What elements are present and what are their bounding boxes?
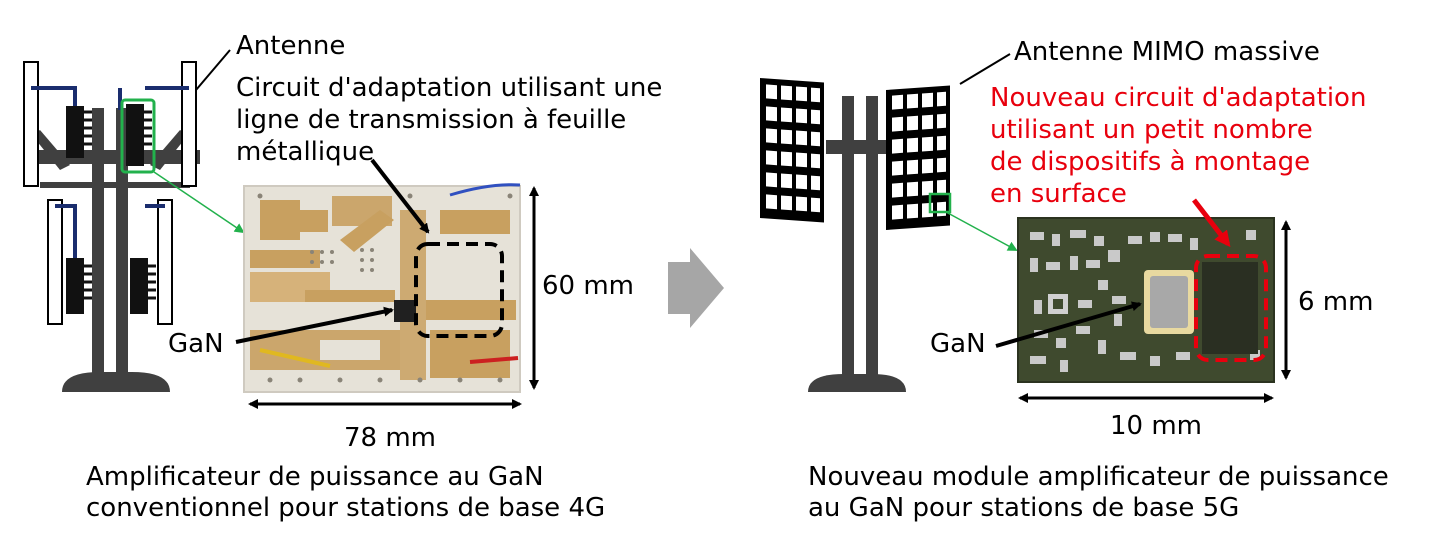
circuit-callout-arrow-5g xyxy=(1192,198,1231,248)
height-label-5g: 6 mm xyxy=(1298,287,1374,317)
tower-4g xyxy=(23,61,200,392)
tower-5g xyxy=(760,78,950,392)
circuit-label-4g-line1: Circuit d'adaptation utilisant une xyxy=(236,73,663,103)
antenna-label-4g: Antenne xyxy=(236,31,346,61)
circuit-callout-arrow-4g xyxy=(370,158,430,234)
caption-5g-line1: Nouveau module amplificateur de puissanc… xyxy=(808,462,1389,492)
zoom-arrow-5g xyxy=(945,211,1018,251)
height-label-4g: 60 mm xyxy=(542,271,635,301)
mimo-antenna-callout-line xyxy=(959,53,1011,85)
matching-circuit-box-5g xyxy=(1194,254,1268,362)
highlight-box-4g xyxy=(120,98,156,174)
gan-callout-arrow-4g xyxy=(235,306,394,344)
zoom-arrow-4g xyxy=(153,171,245,234)
transition-arrow xyxy=(668,248,724,328)
circuit-label-5g-line2: utilisant un petit nombre xyxy=(990,115,1313,145)
circuit-label-4g-line3: métallique xyxy=(236,137,375,167)
circuit-label-5g-line3: de dispositifs à montage xyxy=(990,147,1311,177)
width-label-4g: 78 mm xyxy=(344,423,437,453)
gan-label-5g: GaN xyxy=(930,329,986,359)
circuit-label-5g-line1: Nouveau circuit d'adaptation xyxy=(990,83,1367,113)
gan-callout-arrow-5g xyxy=(995,301,1142,348)
highlight-box-5g xyxy=(928,192,952,214)
caption-4g-line1: Amplificateur de puissance au GaN xyxy=(86,462,544,492)
pcb-4g-photo xyxy=(243,183,521,393)
mimo-antenna-label: Antenne MIMO massive xyxy=(1014,37,1320,67)
gan-label-4g: GaN xyxy=(168,329,224,359)
width-label-5g: 10 mm xyxy=(1110,411,1203,441)
antenna-callout-line xyxy=(195,49,231,91)
circuit-label-4g-line2: ligne de transmission à feuille xyxy=(236,105,627,135)
module-5g-photo xyxy=(1017,217,1275,383)
matching-circuit-box-4g xyxy=(414,242,504,338)
caption-4g-line2: conventionnel pour stations de base 4G xyxy=(86,493,606,523)
circuit-label-5g-line4: en surface xyxy=(990,179,1127,209)
caption-5g-line2: au GaN pour stations de base 5G xyxy=(808,493,1240,523)
